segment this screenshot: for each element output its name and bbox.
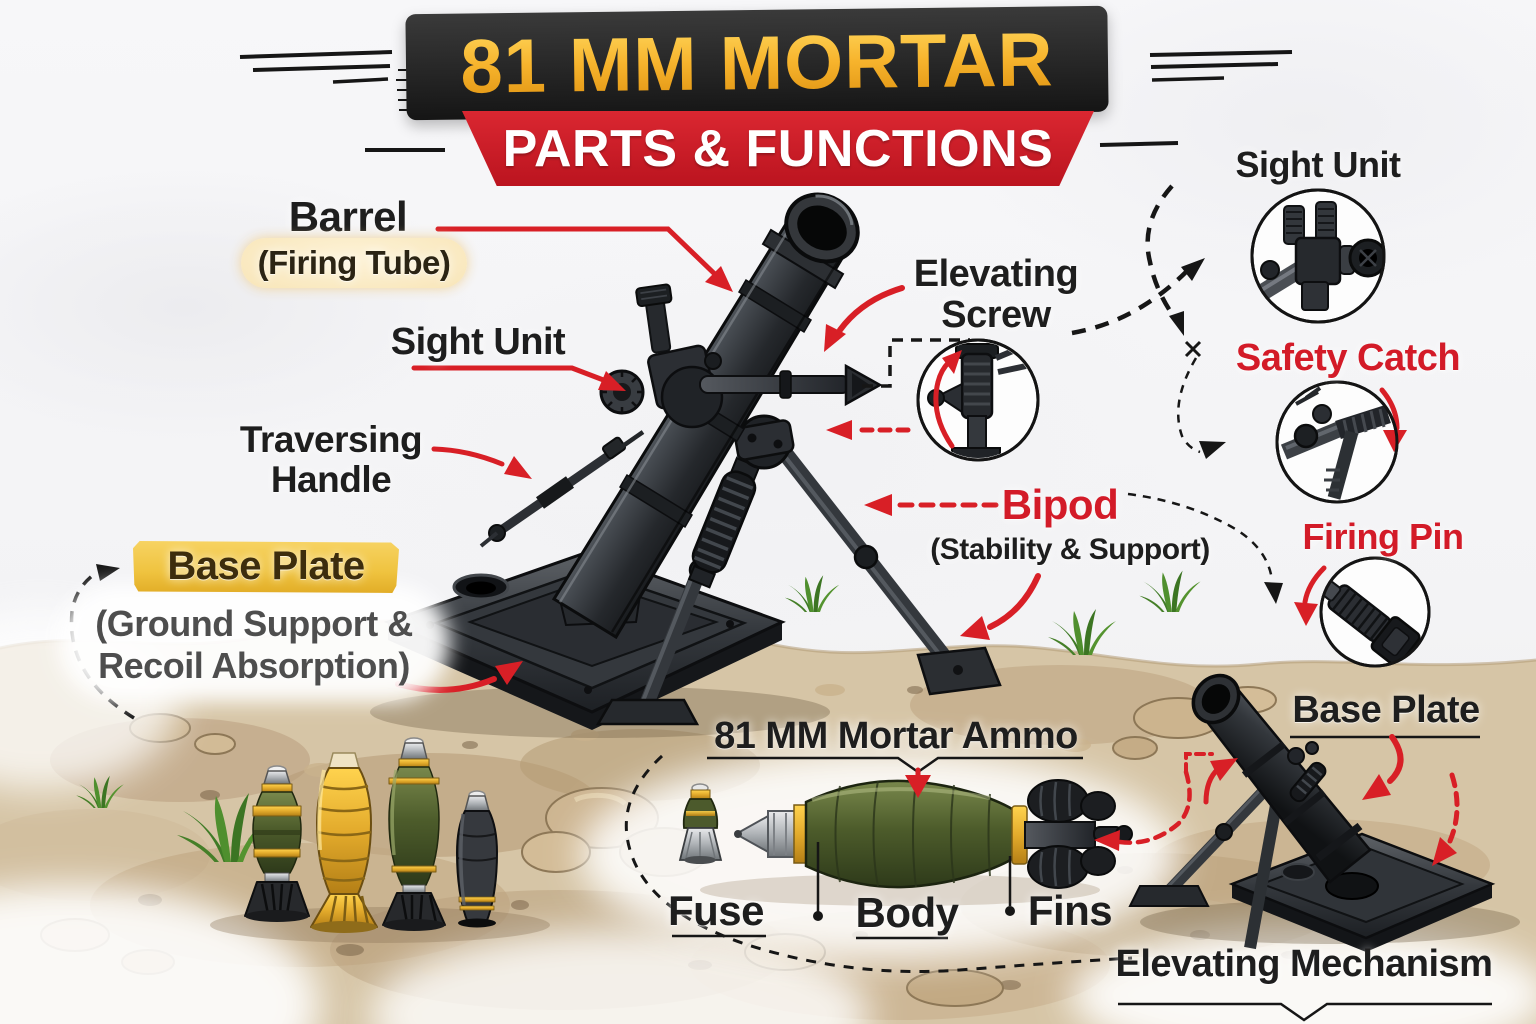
label-body: Body [855, 889, 960, 936]
label-bipod: Bipod [1001, 481, 1119, 528]
ammo-illustration [678, 779, 1133, 906]
fuse-piece [678, 783, 723, 864]
label-base-plate-cloud [58, 584, 450, 702]
inset-safety-catch [1275, 380, 1407, 504]
label-bipod-sub: (Stability & Support) [930, 533, 1210, 566]
label-traversing-handle: Traversing Handle [239, 419, 423, 500]
inset-elevating-screw [916, 338, 1040, 462]
label-sight-unit-right: Sight Unit [1235, 144, 1401, 185]
label-base-plate-tape: Base Plate [133, 541, 399, 593]
subtitle-banner: PARTS & FUNCTIONS [462, 111, 1094, 186]
label-base-plate-sub: (Ground Support & Recoil Absorption) [95, 603, 413, 687]
shell-black [456, 790, 498, 928]
label-base-plate-right: Base Plate [1292, 689, 1480, 731]
label-firing-tube: (Firing Tube) [257, 244, 451, 282]
shell-olive-2 [382, 737, 446, 931]
label-ammo-title: 81 MM Mortar Ammo [714, 715, 1078, 757]
shell-olive-1 [244, 765, 310, 922]
label-firing-pin: Firing Pin [1302, 516, 1465, 557]
label-barrel: Barrel [288, 193, 408, 240]
red-arrows [395, 226, 1460, 866]
label-elevating-mechanism: Elevating Mechanism [1115, 943, 1493, 985]
label-base-plate-left: Base Plate [167, 544, 365, 589]
title-text: 81 MM MORTAR [459, 16, 1055, 110]
small-mortar-illustration [1128, 673, 1520, 952]
inset-sight-unit [1250, 188, 1386, 324]
dashed-connectors [69, 50, 1492, 1022]
inset-firing-pin [1294, 556, 1431, 668]
label-firing-tube-pill: (Firing Tube) [241, 238, 467, 288]
subtitle-text: PARTS & FUNCTIONS [502, 119, 1054, 178]
label-fuse: Fuse [667, 887, 765, 934]
label-elevating-screw: Elevating Screw [913, 253, 1079, 337]
title-banner: 81 MM MORTAR [405, 5, 1109, 121]
label-sight-unit-left: Sight Unit [390, 321, 566, 363]
label-safety-catch: Safety Catch [1235, 337, 1461, 379]
shell-gold [310, 752, 378, 933]
mortar-shells-illustration [210, 737, 550, 943]
label-fins: Fins [1027, 887, 1113, 934]
